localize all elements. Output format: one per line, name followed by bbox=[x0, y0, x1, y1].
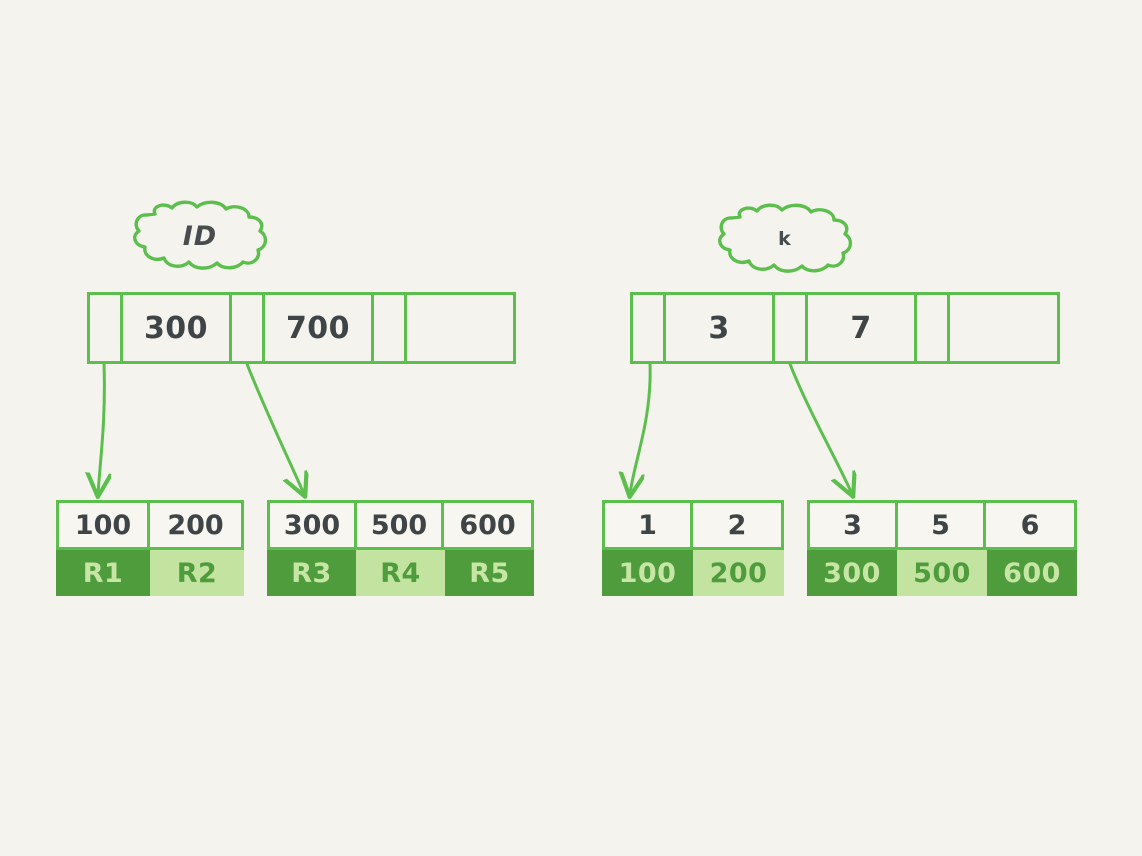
leaf-record-cell: R3 bbox=[267, 550, 356, 596]
leaf-record-cell: 300 bbox=[807, 550, 897, 596]
node-pointer-cell[interactable] bbox=[90, 295, 123, 361]
leaf-record-cell: R5 bbox=[445, 550, 534, 596]
node-pointer-cell[interactable] bbox=[633, 295, 666, 361]
leaf-key-cell: 100 bbox=[59, 503, 151, 547]
leaf-key-cell: 300 bbox=[270, 503, 358, 547]
node-key-cell: 7 bbox=[808, 295, 917, 361]
leaf-record-cell: R1 bbox=[56, 550, 150, 596]
leaf-key-row: 100 200 bbox=[56, 500, 244, 550]
leaf-key-cell: 200 bbox=[167, 509, 224, 541]
internal-node-k: 3 7 bbox=[630, 292, 1060, 364]
leaf-key-row: 1 2 bbox=[602, 500, 784, 550]
leaf-node-k-2: 3 5 6 300 500 600 bbox=[807, 500, 1077, 596]
node-key-cell: 700 bbox=[265, 295, 374, 361]
cloud-label-k: k bbox=[710, 203, 860, 275]
leaf-record-cell: 600 bbox=[987, 550, 1077, 596]
leaf-record-cell: R4 bbox=[356, 550, 445, 596]
node-key-cell: 300 bbox=[123, 295, 232, 361]
leaf-key-cell: 5 bbox=[898, 503, 987, 547]
leaf-record-cell: 100 bbox=[602, 550, 693, 596]
node-empty-cell bbox=[950, 295, 1057, 361]
node-key-cell: 3 bbox=[666, 295, 775, 361]
leaf-record-row: 300 500 600 bbox=[807, 550, 1077, 596]
leaf-node-k-1: 1 2 100 200 bbox=[602, 500, 784, 596]
node-pointer-cell[interactable] bbox=[232, 295, 265, 361]
leaf-key-row: 300 500 600 bbox=[267, 500, 534, 550]
cloud-label-id: ID bbox=[125, 200, 275, 272]
leaf-record-cell: 200 bbox=[693, 550, 784, 596]
cloud-label-id-text: ID bbox=[182, 220, 218, 252]
node-empty-cell bbox=[407, 295, 513, 361]
leaf-key-cell: 2 bbox=[727, 509, 747, 541]
leaf-node-id-2: 300 500 600 R3 R4 R5 bbox=[267, 500, 534, 596]
leaf-key-row: 3 5 6 bbox=[807, 500, 1077, 550]
arrow-id-root-to-leaf2 bbox=[245, 362, 304, 494]
leaf-key-cell: 3 bbox=[810, 503, 899, 547]
internal-node-id: 300 700 bbox=[87, 292, 516, 364]
leaf-record-row: 100 200 bbox=[602, 550, 784, 596]
leaf-key-cell: 500 bbox=[357, 503, 445, 547]
node-pointer-cell[interactable] bbox=[374, 295, 407, 361]
node-pointer-cell[interactable] bbox=[917, 295, 950, 361]
leaf-record-cell: 500 bbox=[897, 550, 987, 596]
node-pointer-cell[interactable] bbox=[775, 295, 808, 361]
leaf-record-row: R3 R4 R5 bbox=[267, 550, 534, 596]
arrow-k-root-to-leaf1 bbox=[630, 362, 652, 494]
leaf-key-cell: 6 bbox=[1020, 509, 1040, 541]
arrow-id-root-to-leaf1 bbox=[98, 362, 104, 494]
cloud-label-k-text: k bbox=[778, 228, 792, 250]
leaf-record-cell: R2 bbox=[150, 550, 244, 596]
leaf-key-cell: 1 bbox=[605, 503, 694, 547]
arrow-k-root-to-leaf2 bbox=[788, 362, 852, 494]
leaf-key-cell: 600 bbox=[459, 509, 516, 541]
leaf-record-row: R1 R2 bbox=[56, 550, 244, 596]
leaf-node-id-1: 100 200 R1 R2 bbox=[56, 500, 244, 596]
